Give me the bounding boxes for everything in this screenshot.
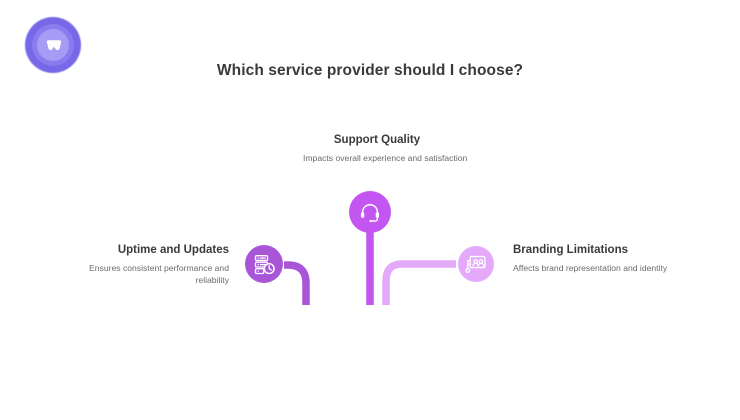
server-clock-icon <box>253 253 276 276</box>
logo-mark-icon <box>39 31 67 59</box>
label-title-branding-limitations: Branding Limitations <box>513 244 628 256</box>
page-title: Which service provider should I choose? <box>216 62 524 79</box>
node-support-quality[interactable] <box>349 191 391 233</box>
node-uptime-updates[interactable] <box>245 245 283 283</box>
label-block-branding-limitations: Branding Limitations Affects brand repre… <box>513 243 688 274</box>
node-branding-limitations[interactable] <box>458 246 494 282</box>
headset-icon <box>358 200 382 224</box>
label-block-uptime-updates: Uptime and Updates Ensures consistent pe… <box>62 243 229 286</box>
label-desc-uptime-updates: Ensures consistent performance and relia… <box>89 263 229 286</box>
presentation-people-icon <box>465 253 487 275</box>
connector-right <box>382 260 456 305</box>
label-desc-branding-limitations: Affects brand representation and identit… <box>513 263 668 273</box>
label-title-uptime-updates: Uptime and Updates <box>117 244 229 256</box>
label-title-support-quality: Support Quality <box>333 134 421 146</box>
app-logo[interactable] <box>25 17 81 73</box>
label-block-support-quality: Support Quality Impacts overall experien… <box>303 133 483 164</box>
connector-left <box>284 261 310 305</box>
label-desc-support-quality: Impacts overall experience and satisfact… <box>303 153 468 163</box>
